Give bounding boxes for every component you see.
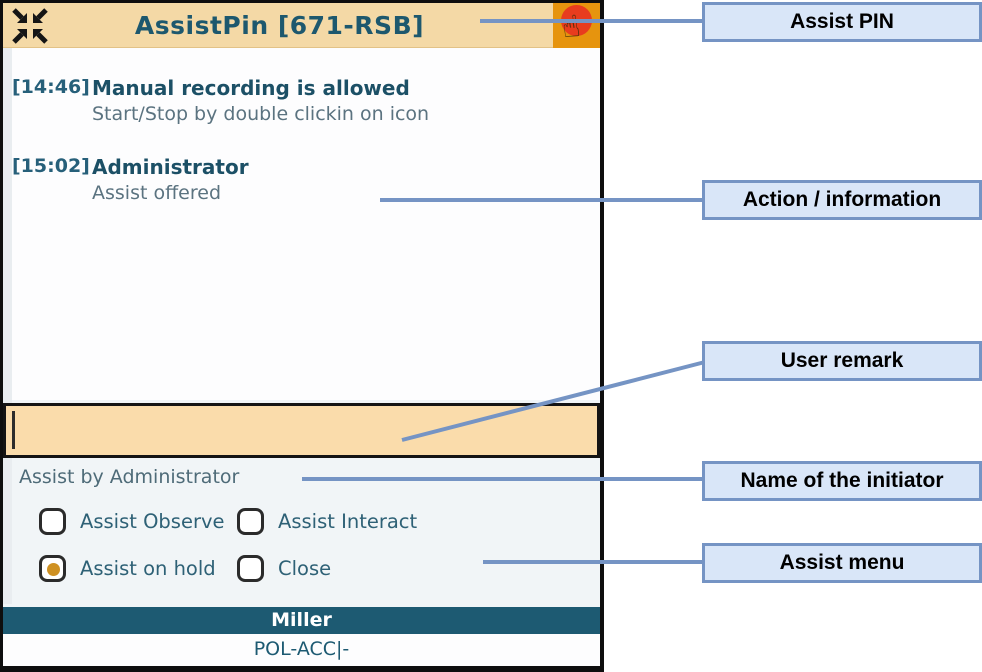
- option-label: Close: [278, 557, 332, 580]
- log-detail: Assist offered: [92, 182, 222, 204]
- assistpin-window: AssistPin [671-RSB] ☝ [14:46] Manual rec…: [0, 0, 604, 672]
- log-entry: [14:46] Manual recording is allowed Star…: [12, 76, 600, 125]
- log-entry: [15:02] Administrator Assist offered: [12, 155, 600, 204]
- titlebar: AssistPin [671-RSB] ☝: [3, 3, 600, 48]
- option-assist-interact[interactable]: Assist Interact: [237, 508, 417, 535]
- window-edge-strip: [3, 48, 12, 604]
- callout-assist-menu: Assist menu: [702, 543, 982, 583]
- status-bar: POL-ACC|-: [3, 634, 600, 666]
- option-label: Assist Observe: [80, 510, 225, 533]
- log-timestamp: [14:46]: [12, 76, 90, 98]
- callout-name-of-initiator: Name of the initiator: [702, 461, 982, 501]
- remark-field-wrap: [3, 403, 600, 458]
- callout-assist-pin: Assist PIN: [702, 2, 982, 42]
- checkbox[interactable]: [237, 508, 264, 535]
- log-timestamp: [15:02]: [12, 155, 90, 177]
- initiator-name: Assist by Administrator: [19, 466, 240, 488]
- option-label: Assist Interact: [278, 510, 418, 533]
- assist-hand-button[interactable]: ☝: [553, 3, 600, 48]
- window-title: AssistPin [671-RSB]: [134, 11, 425, 40]
- log-title: Administrator: [92, 155, 249, 179]
- checkbox[interactable]: [237, 555, 264, 582]
- text-caret: [12, 411, 15, 449]
- callout-user-remark: User remark: [702, 341, 982, 381]
- collapse-arrows-icon: [12, 8, 48, 44]
- option-assist-observe[interactable]: Assist Observe: [39, 508, 225, 535]
- option-close[interactable]: Close: [237, 555, 331, 582]
- log-title: Manual recording is allowed: [92, 76, 410, 100]
- checkbox[interactable]: [39, 555, 66, 582]
- option-label: Assist on hold: [80, 557, 216, 580]
- log-detail: Start/Stop by double clickin on icon: [92, 103, 430, 125]
- checkbox[interactable]: [39, 508, 66, 535]
- action-information-log: [14:46] Manual recording is allowed Star…: [12, 48, 600, 400]
- option-assist-on-hold[interactable]: Assist on hold: [39, 555, 216, 582]
- callout-action-information: Action / information: [702, 180, 982, 220]
- user-remark-input[interactable]: [3, 403, 600, 458]
- user-name-bar: Miller: [3, 607, 600, 634]
